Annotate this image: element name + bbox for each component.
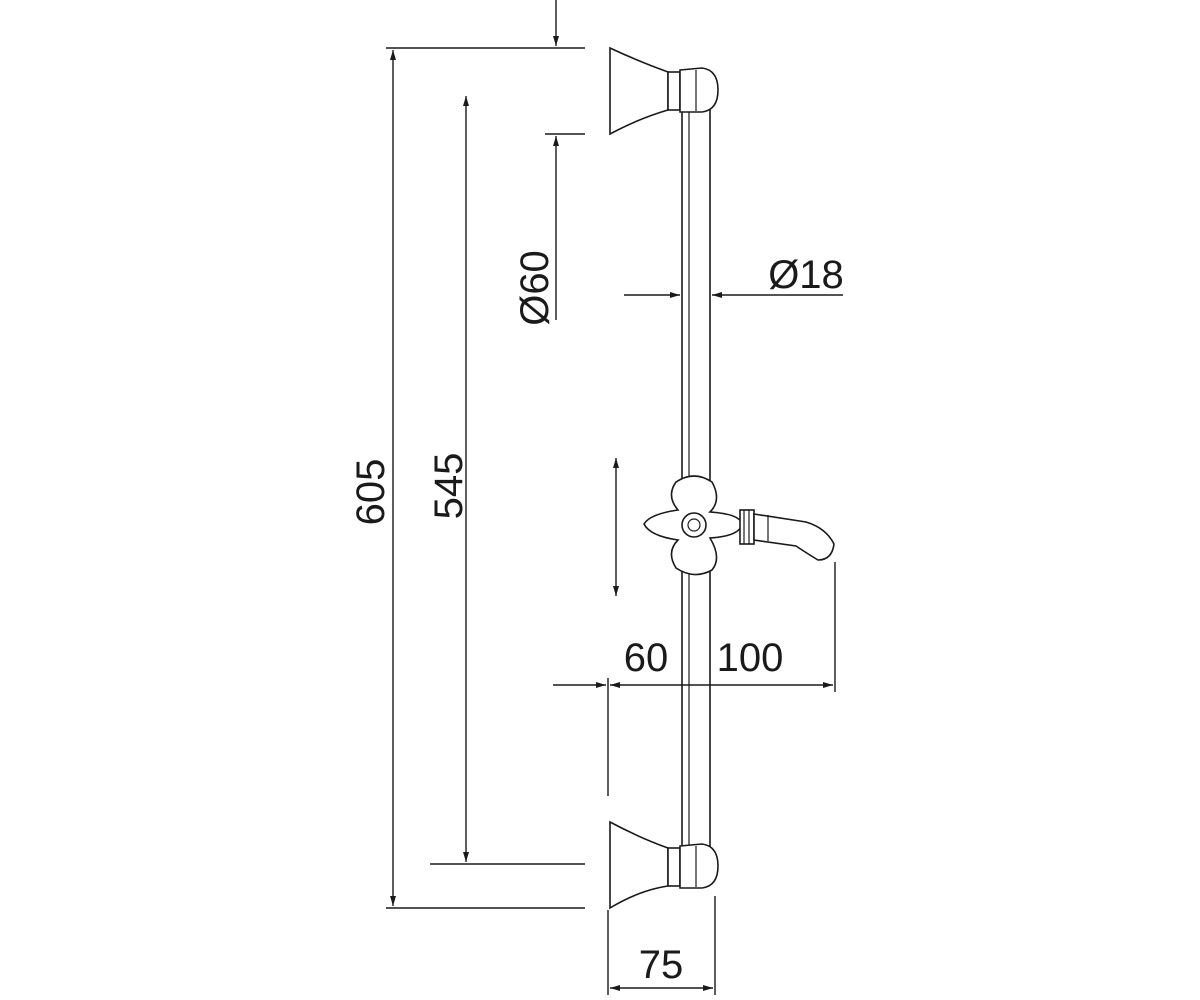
dim-label-dia18: Ø18 [768, 253, 844, 297]
dim-total-length: 605 [349, 47, 585, 909]
sliding-holder [643, 475, 835, 576]
dim-label-605: 605 [349, 459, 393, 526]
dim-label-545: 545 [427, 453, 471, 520]
dim-label-60: 60 [624, 636, 669, 680]
shower-rail [609, 46, 835, 910]
bottom-wall-bracket [609, 820, 719, 910]
dim-wall-projection: 75 [607, 896, 716, 995]
dim-label-dia60: Ø60 [513, 250, 557, 326]
dim-label-75: 75 [639, 943, 684, 987]
dim-label-100: 100 [717, 636, 784, 680]
dim-bracket-diameter: Ø60 [513, 0, 585, 326]
dim-bar-diameter: Ø18 [624, 253, 844, 298]
dim-bracket-spacing: 545 [427, 96, 585, 865]
dim-horizontal-projection: 60 100 [553, 562, 836, 796]
top-wall-bracket [609, 46, 719, 136]
